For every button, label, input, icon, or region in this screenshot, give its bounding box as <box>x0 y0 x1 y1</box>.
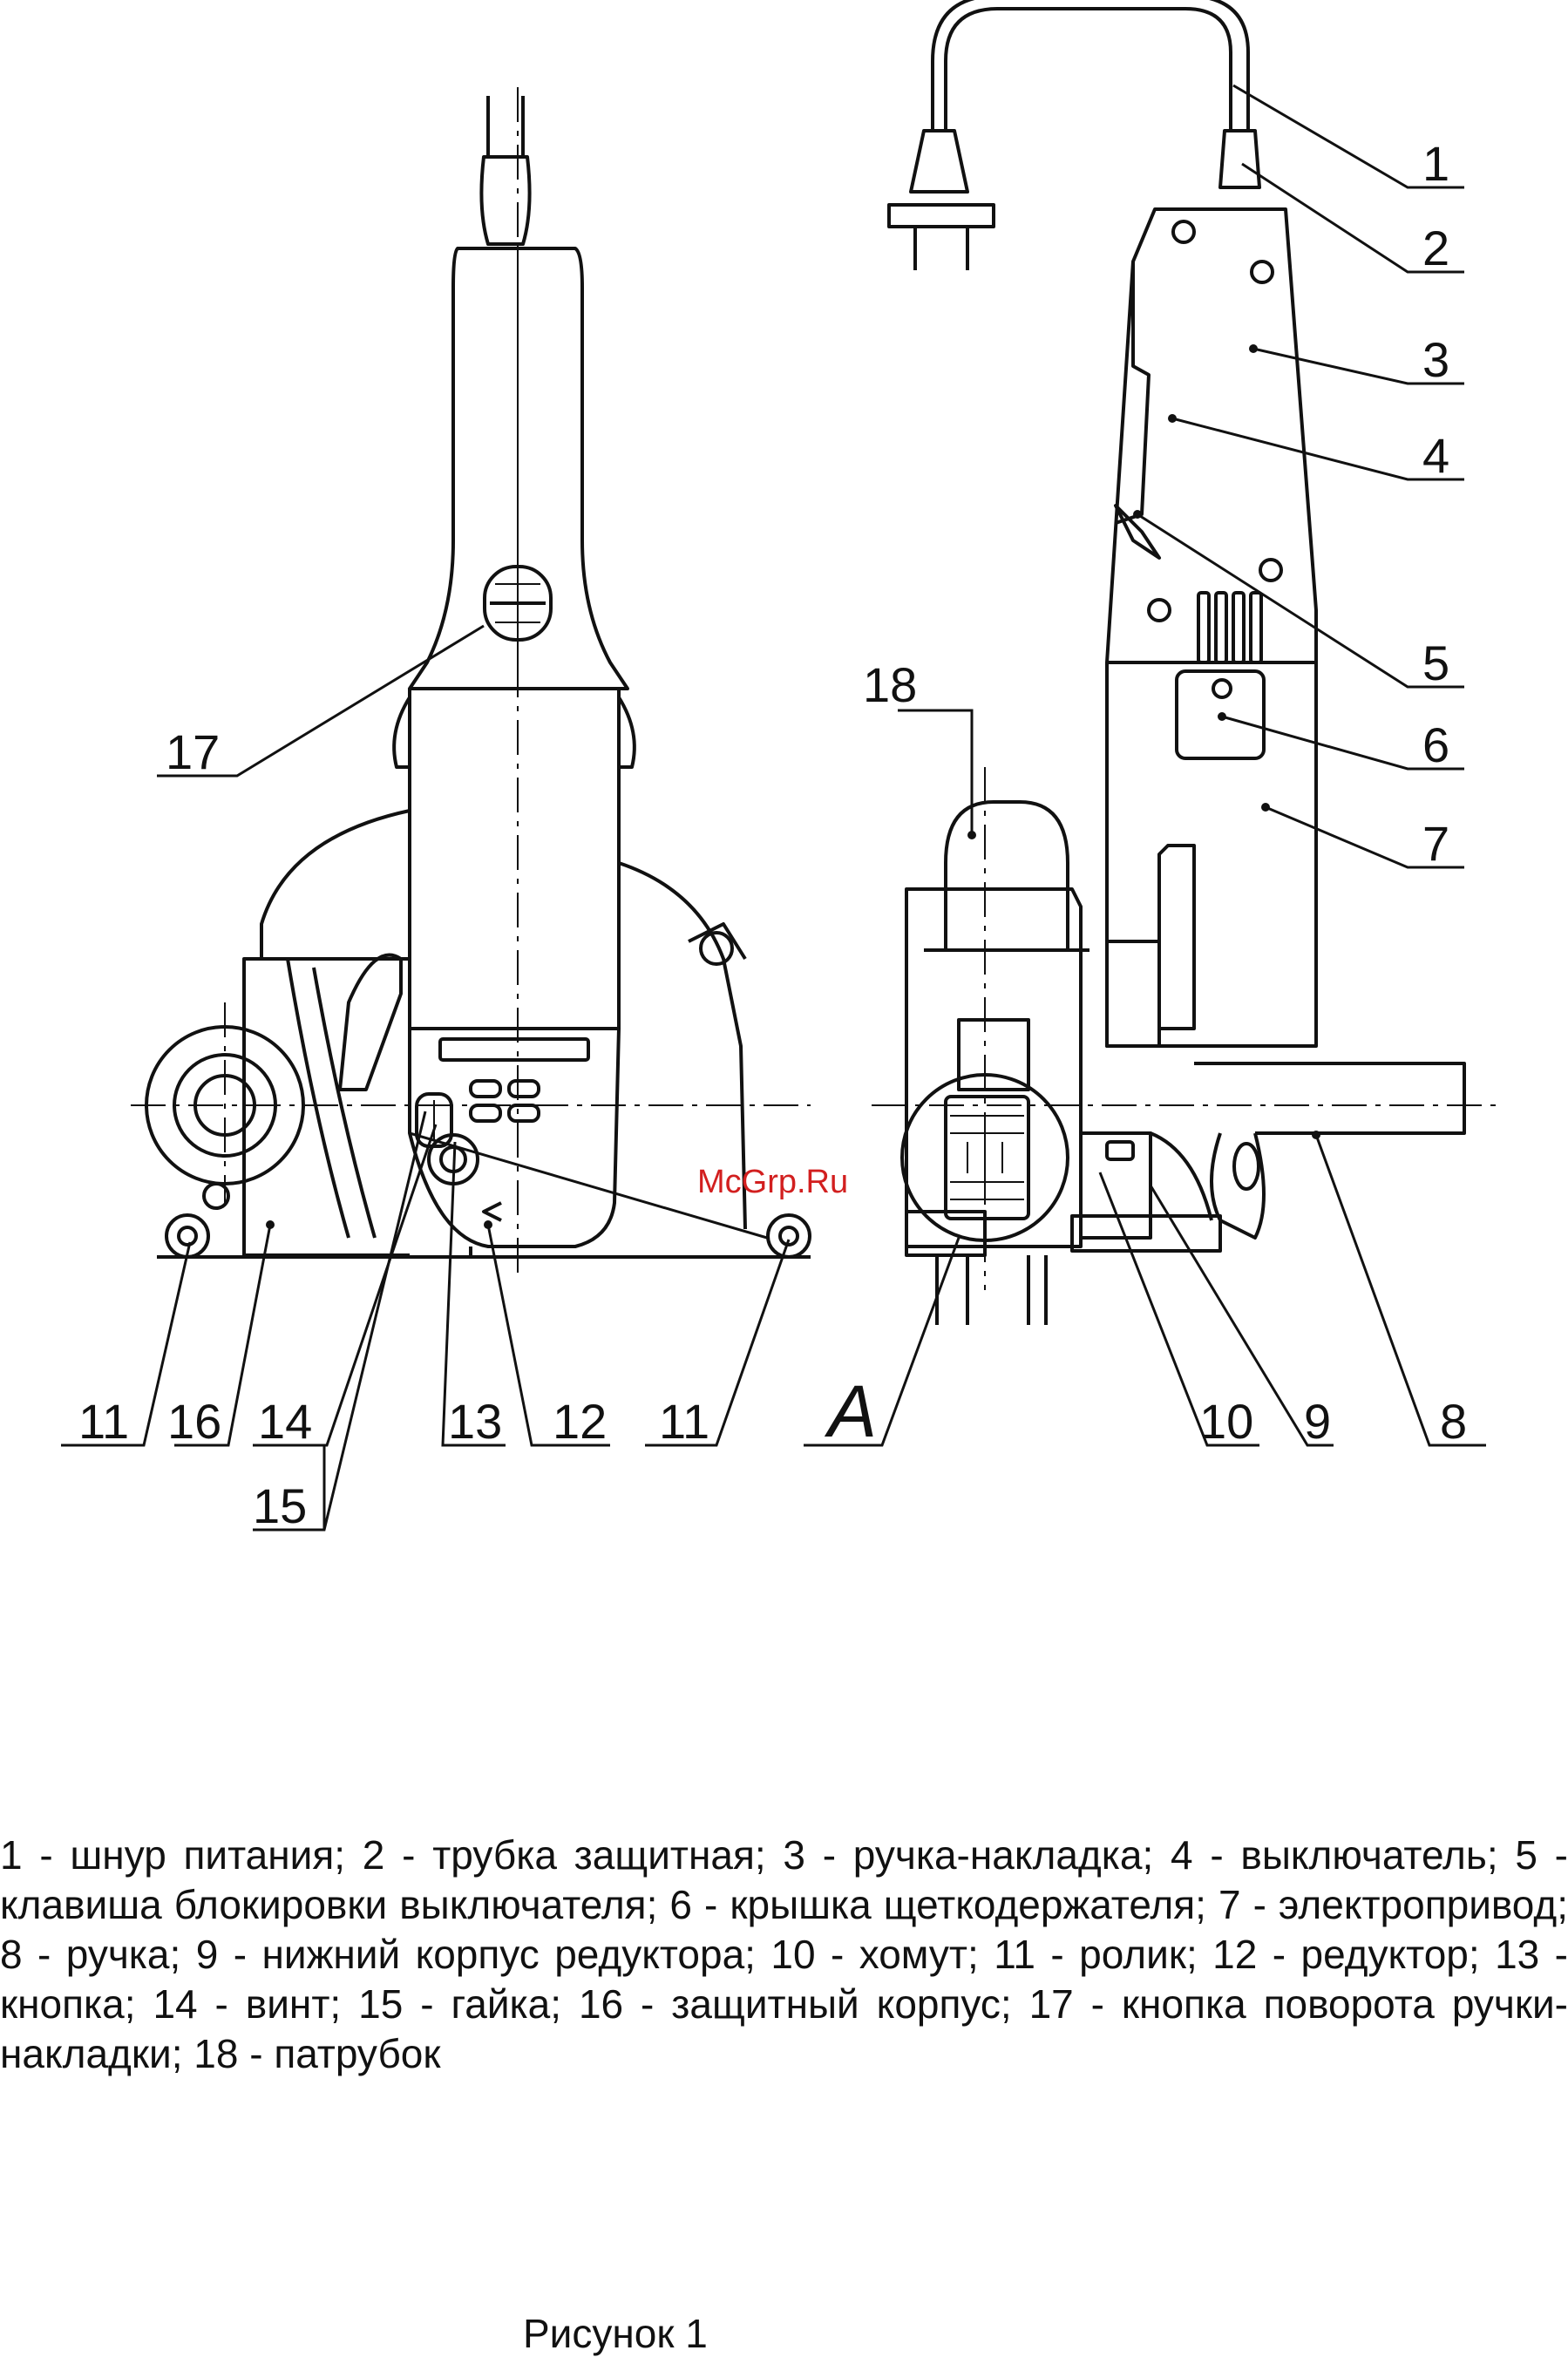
label-12: 12 <box>553 1394 607 1449</box>
side-view <box>872 0 1499 1325</box>
label-17: 17 <box>166 724 220 779</box>
callout-labels: 1 2 3 4 5 6 7 8 9 10 A 18 17 11 16 14 13… <box>78 136 1467 1533</box>
label-10: 10 <box>1199 1394 1253 1449</box>
label-1: 1 <box>1422 136 1449 191</box>
figure-caption: Рисунок 1 <box>523 2311 708 2356</box>
label-13: 13 <box>448 1394 502 1449</box>
label-11-left: 11 <box>78 1394 129 1449</box>
watermark: McGrp.Ru <box>697 1164 848 1200</box>
technical-drawing: 1 2 3 4 5 6 7 8 9 10 A 18 17 11 16 14 13… <box>61 0 1499 1533</box>
label-6: 6 <box>1422 717 1449 772</box>
leader-dots <box>266 344 1320 1229</box>
label-16: 16 <box>167 1394 221 1449</box>
label-view-a: A <box>824 1370 877 1452</box>
label-5: 5 <box>1422 635 1449 690</box>
label-18: 18 <box>863 657 917 712</box>
leader-lines <box>61 84 1486 1532</box>
label-9: 9 <box>1304 1394 1331 1449</box>
label-4: 4 <box>1422 428 1449 483</box>
label-11-right: 11 <box>659 1394 709 1449</box>
legend-text: 1 - шнур питания; 2 - трубка защитная; 3… <box>0 1832 1568 2076</box>
label-15: 15 <box>253 1478 307 1533</box>
label-2: 2 <box>1422 221 1449 275</box>
label-7: 7 <box>1422 816 1449 871</box>
label-3: 3 <box>1422 332 1449 387</box>
label-14: 14 <box>258 1394 312 1449</box>
label-8: 8 <box>1440 1394 1467 1449</box>
front-view <box>131 87 811 1281</box>
